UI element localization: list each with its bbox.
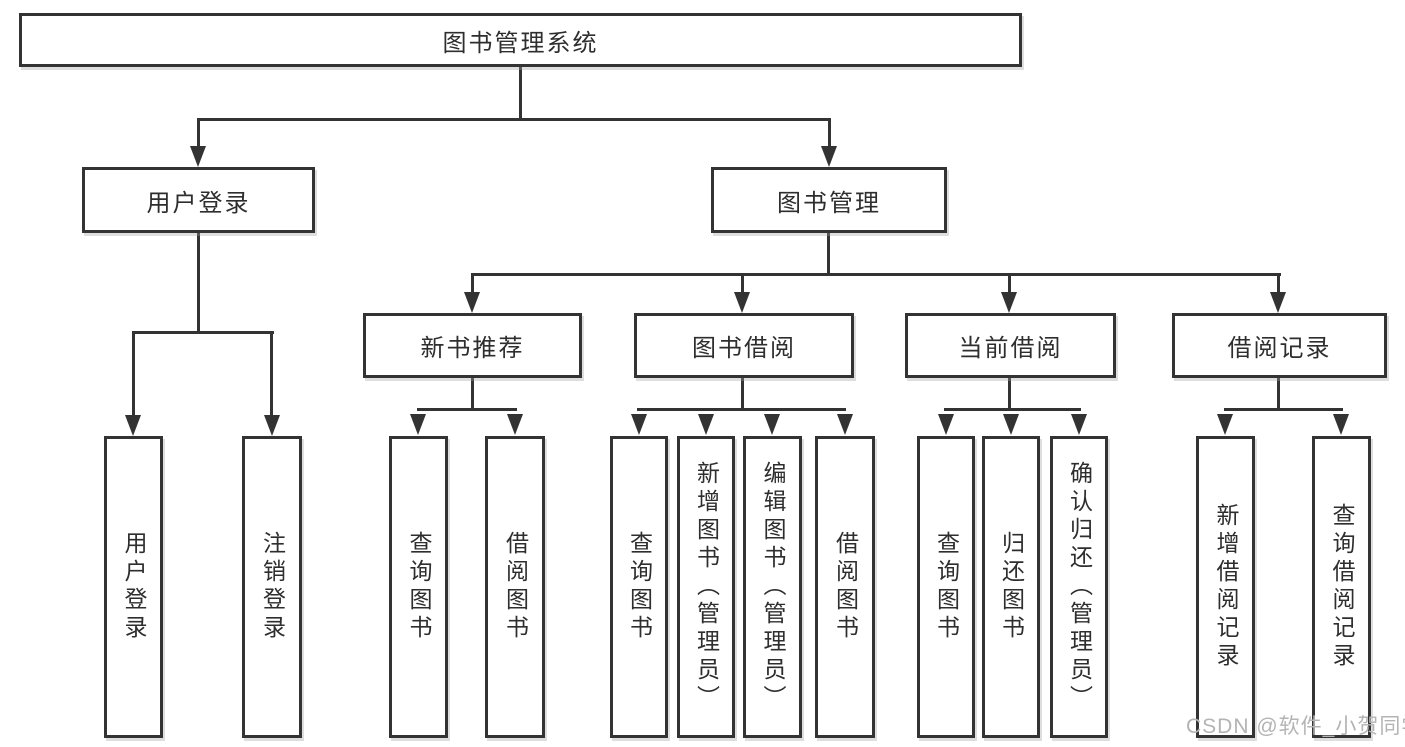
arrowhead-down-query-books-borrowing (631, 414, 647, 435)
connector-records-horizontal (1224, 408, 1343, 411)
connector-stem-book-borrowing (741, 273, 744, 293)
node-book-management: 图书管理 (711, 167, 947, 233)
arrowhead-down-user-login (190, 146, 206, 167)
connector-root-horizontal (197, 118, 831, 121)
node-book-borrowing: 图书借阅 (634, 313, 854, 378)
connector-stem-logout-leaf (270, 331, 273, 416)
node-current-borrowing: 当前借阅 (905, 313, 1116, 378)
arrowhead-down-query-borrow-record (1333, 414, 1349, 435)
node-user-login: 用户登录 (82, 167, 315, 233)
arrowhead-down-query-books-recommendation (410, 414, 426, 435)
connector-user-login-vertical (197, 233, 200, 333)
node-edit-books-admin: 编辑图书（管理员） (743, 436, 802, 738)
connector-root-vertical (519, 67, 522, 120)
connector-records-vertical (1277, 378, 1280, 410)
connector-stem-book-management (828, 118, 831, 148)
connector-stem-current-borrowing (1008, 273, 1011, 293)
node-logout-leaf: 注销登录 (242, 436, 302, 738)
arrowhead-down-edit-books-admin (764, 414, 780, 435)
node-new-book-recommendation: 新书推荐 (363, 313, 582, 378)
node-query-books-under-current: 查询图书 (917, 436, 975, 738)
node-return-books: 归还图书 (982, 436, 1040, 738)
node-add-borrow-record: 新增借阅记录 (1196, 436, 1255, 738)
node-borrowing-records: 借阅记录 (1172, 313, 1387, 378)
connector-current-horizontal (944, 408, 1081, 411)
node-borrow-books-under-borrowing: 借阅图书 (815, 436, 875, 738)
arrowhead-down-current-borrowing (1001, 292, 1017, 313)
connector-recommendation-vertical (471, 378, 474, 410)
arrowhead-down-add-borrow-record (1217, 414, 1233, 435)
connector-stem-borrowing-records (1277, 273, 1280, 293)
node-borrow-books-under-recommendation: 借阅图书 (485, 436, 545, 738)
arrowhead-down-borrow-books-borrowing (837, 414, 853, 435)
arrowhead-down-add-books-admin (698, 414, 714, 435)
node-add-books-admin: 新增图书（管理员） (677, 436, 735, 738)
arrowhead-down-borrowing-records (1270, 292, 1286, 313)
node-confirm-return-admin: 确认归还（管理员） (1050, 436, 1108, 738)
node-user-login-leaf: 用户登录 (104, 436, 163, 738)
connector-borrowing-horizontal (637, 408, 846, 411)
arrowhead-down-confirm-return-admin (1071, 414, 1087, 435)
arrowhead-down-new-book-recommendation (464, 292, 480, 313)
arrowhead-down-user-login-leaf (125, 415, 141, 436)
connector-book-management-horizontal (471, 273, 1281, 276)
arrowhead-down-return-books (1003, 414, 1019, 435)
connector-stem-user-login (197, 118, 200, 148)
watermark-text: CSDN @软件_小贺同学 (1186, 715, 1405, 738)
connector-user-login-horizontal (132, 331, 274, 334)
arrowhead-down-query-books-current (938, 414, 954, 435)
connector-recommendation-horizontal (417, 408, 517, 411)
arrowhead-down-borrow-books-recommendation (507, 414, 523, 435)
connector-current-vertical (1008, 378, 1011, 410)
arrowhead-down-book-borrowing (734, 292, 750, 313)
node-query-borrow-record: 查询借阅记录 (1312, 436, 1371, 738)
arrowhead-down-logout-leaf (264, 415, 280, 436)
node-query-books-under-recommendation: 查询图书 (389, 436, 448, 738)
connector-book-management-vertical (827, 233, 830, 275)
connector-borrowing-vertical (741, 378, 744, 410)
node-query-books-under-borrowing: 查询图书 (610, 436, 668, 738)
node-library-management-system: 图书管理系统 (19, 13, 1022, 67)
connector-stem-user-login-leaf (132, 331, 135, 416)
connector-stem-new-book-recommendation (471, 273, 474, 293)
arrowhead-down-book-management (821, 146, 837, 167)
